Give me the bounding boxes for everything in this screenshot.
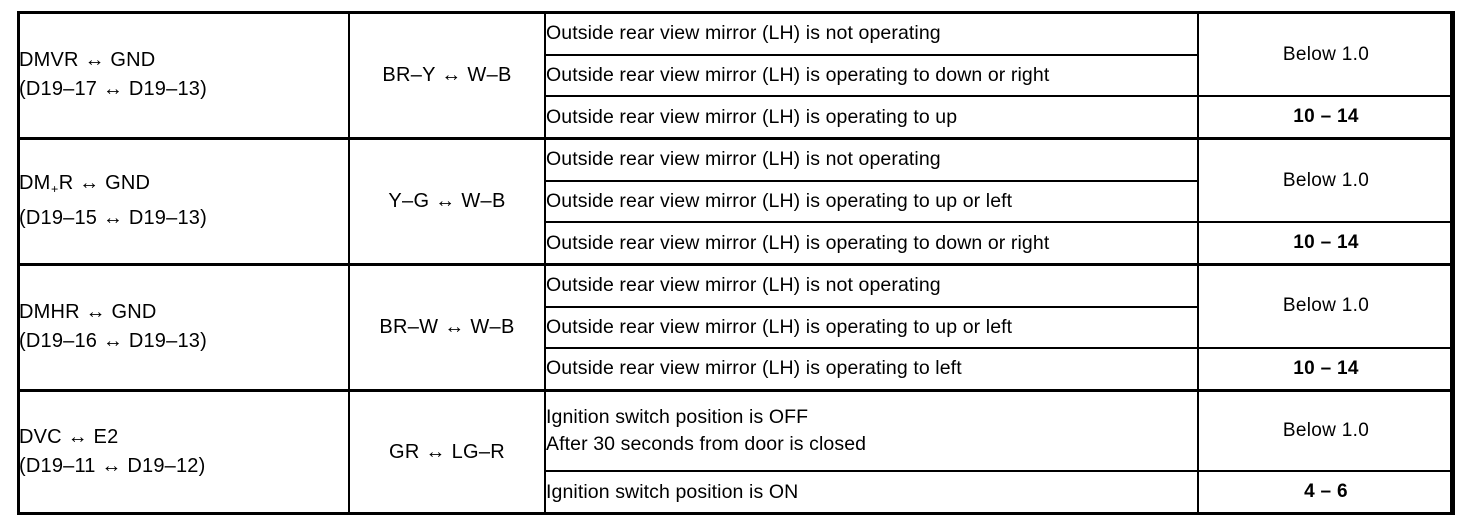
condition-cell: Ignition switch position is ON xyxy=(544,470,1199,516)
value-cell-below: Below 1.0 xyxy=(1197,11,1455,98)
wire-color-cell: BR–Y ↔ W–B xyxy=(348,11,546,140)
table-row: Ignition switch position is ON 4 – 6 xyxy=(18,470,1455,516)
condition-cell: Outside rear view mirror (LH) is operati… xyxy=(544,179,1199,224)
terminal-pins: (D19–15 ↔ D19–13) xyxy=(19,207,207,230)
condition-cell: Outside rear view mirror (LH) is operati… xyxy=(544,221,1199,266)
terminal-cell-dvc: DVC ↔ E2 (D19–11 ↔ D19–12) xyxy=(17,388,350,515)
table-row: Outside rear view mirror (LH) is operati… xyxy=(18,347,1455,392)
terminal-cell-dmvr: DMVR ↔ GND (D19–17 ↔ D19–13) xyxy=(17,11,350,140)
table-row: DM+R ↔ GND (D19–15 ↔ D19–13) Y–G ↔ W–B O… xyxy=(17,136,1455,266)
terminal-cell-dmhr: DMHR ↔ GND (D19–16 ↔ D19–13) xyxy=(17,262,350,392)
terminal-name: DMVR ↔ GND xyxy=(19,49,156,72)
value-cell-below: Below 1.0 xyxy=(1197,388,1455,473)
terminal-pins: (D19–11 ↔ D19–12) xyxy=(19,455,206,478)
table-body: DMVR ↔ GND (D19–17 ↔ D19–13) BR–Y ↔ W–B … xyxy=(17,10,1455,516)
condition-cell: Outside rear view mirror (LH) is not ope… xyxy=(544,262,1199,308)
value-cell-range: 10 – 14 xyxy=(1197,95,1455,140)
wire-color-cell: Y–G ↔ W–B xyxy=(348,136,546,266)
wire-color-cell: GR ↔ LG–R xyxy=(348,388,546,515)
terminal-pins: (D19–16 ↔ D19–13) xyxy=(19,330,207,353)
condition-cell: Outside rear view mirror (LH) is not ope… xyxy=(544,136,1199,182)
terminal-pins: (D19–17 ↔ D19–13) xyxy=(19,78,207,101)
condition-cell: Outside rear view mirror (LH) is operati… xyxy=(544,305,1199,350)
condition-cell: Outside rear view mirror (LH) is operati… xyxy=(544,347,1199,392)
condition-line-1: Ignition switch position is OFF xyxy=(546,406,809,428)
table-row: DMVR ↔ GND (D19–17 ↔ D19–13) BR–Y ↔ W–B … xyxy=(17,10,1455,140)
subscript-plus: + xyxy=(51,182,59,197)
terminal-specification-table: DMVR ↔ GND (D19–17 ↔ D19–13) BR–Y ↔ W–B … xyxy=(17,10,1455,516)
condition-line-2: After 30 seconds from door is closed xyxy=(546,433,867,455)
value-cell-below: Below 1.0 xyxy=(1197,262,1455,350)
table-row: Outside rear view mirror (LH) is operati… xyxy=(18,179,1454,224)
condition-cell: Ignition switch position is OFF After 30… xyxy=(544,388,1199,473)
table-row: Outside rear view mirror (LH) is operati… xyxy=(18,95,1455,140)
terminal-name: DVC ↔ E2 xyxy=(19,426,119,449)
table-row: Outside rear view mirror (LH) is operati… xyxy=(18,221,1455,266)
condition-cell: Outside rear view mirror (LH) is operati… xyxy=(544,95,1199,140)
terminal-name: DM+R ↔ GND xyxy=(19,172,151,197)
table-row: Outside rear view mirror (LH) is operati… xyxy=(18,53,1454,98)
terminal-name: DMHR ↔ GND xyxy=(19,301,157,324)
condition-cell: Outside rear view mirror (LH) is not ope… xyxy=(544,10,1199,56)
value-cell-range: 4 – 6 xyxy=(1197,470,1455,516)
condition-cell: Outside rear view mirror (LH) is operati… xyxy=(544,53,1199,98)
value-cell-range: 10 – 14 xyxy=(1197,221,1455,266)
value-cell-below: Below 1.0 xyxy=(1197,136,1455,224)
terminal-cell-dmplusr: DM+R ↔ GND (D19–15 ↔ D19–13) xyxy=(17,136,350,266)
table-row: Outside rear view mirror (LH) is operati… xyxy=(18,305,1454,350)
table-row: DVC ↔ E2 (D19–11 ↔ D19–12) GR ↔ LG–R Ign… xyxy=(17,388,1455,515)
value-cell-range: 10 – 14 xyxy=(1197,347,1455,392)
table-row: DMHR ↔ GND (D19–16 ↔ D19–13) BR–W ↔ W–B … xyxy=(17,262,1455,392)
wire-color-cell: BR–W ↔ W–B xyxy=(348,262,546,392)
